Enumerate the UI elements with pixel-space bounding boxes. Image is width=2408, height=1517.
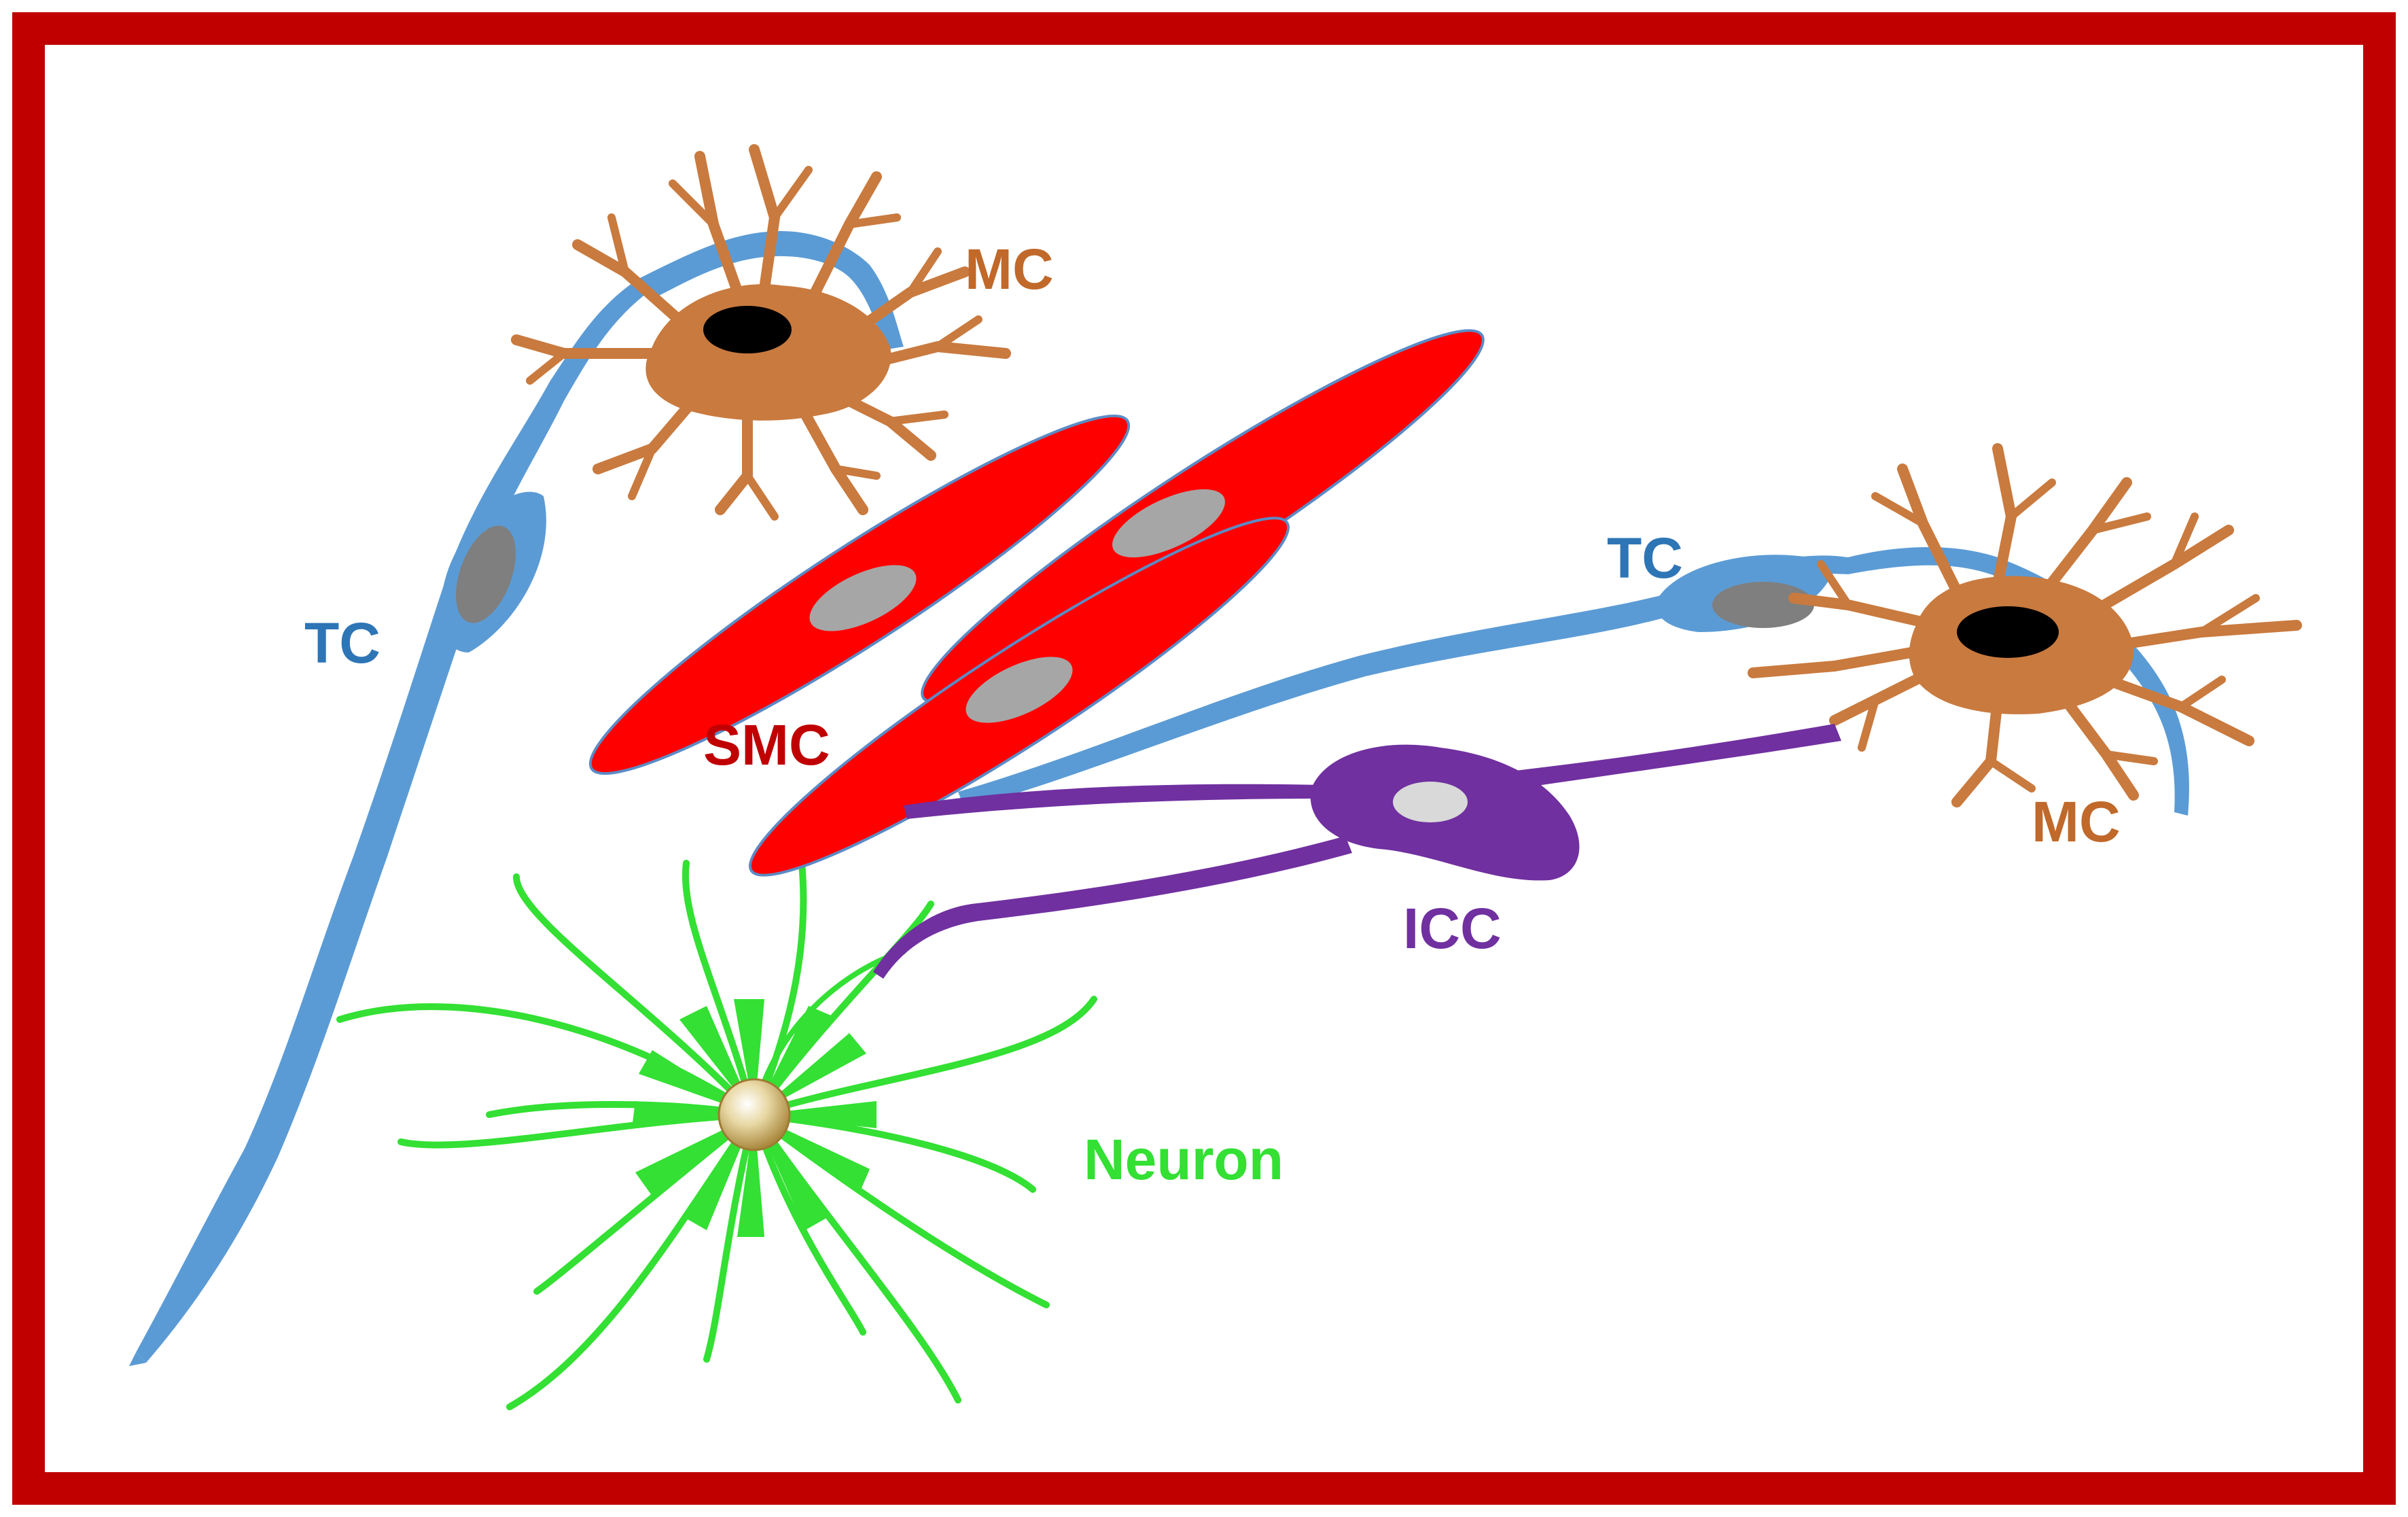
telocyte-right-nucleus (1712, 582, 1814, 628)
label-smc: SMC (703, 713, 830, 777)
label-tc-right: TC (1607, 526, 1683, 590)
label-neuron: Neuron (1084, 1128, 1283, 1191)
label-mc-right: MC (2032, 790, 2121, 854)
icc-nucleus (1393, 782, 1468, 822)
mast-cell-right-nucleus (1957, 606, 2059, 658)
mast-cell-nucleus (703, 306, 792, 353)
diagram-frame (12, 12, 2396, 1505)
telocyte-icon (129, 231, 904, 1366)
label-tc-left: TC (304, 611, 380, 675)
mast-cell-icon (511, 144, 1011, 521)
telocyte-nucleus (456, 525, 516, 623)
neuron-soma (718, 1078, 791, 1151)
label-icc: ICC (1403, 896, 1502, 960)
telocyte-right-icon (958, 547, 2189, 816)
label-mc-top: MC (965, 237, 1054, 301)
mast-cell-body (645, 284, 891, 421)
smooth-muscle-cell-icon (588, 329, 1485, 877)
